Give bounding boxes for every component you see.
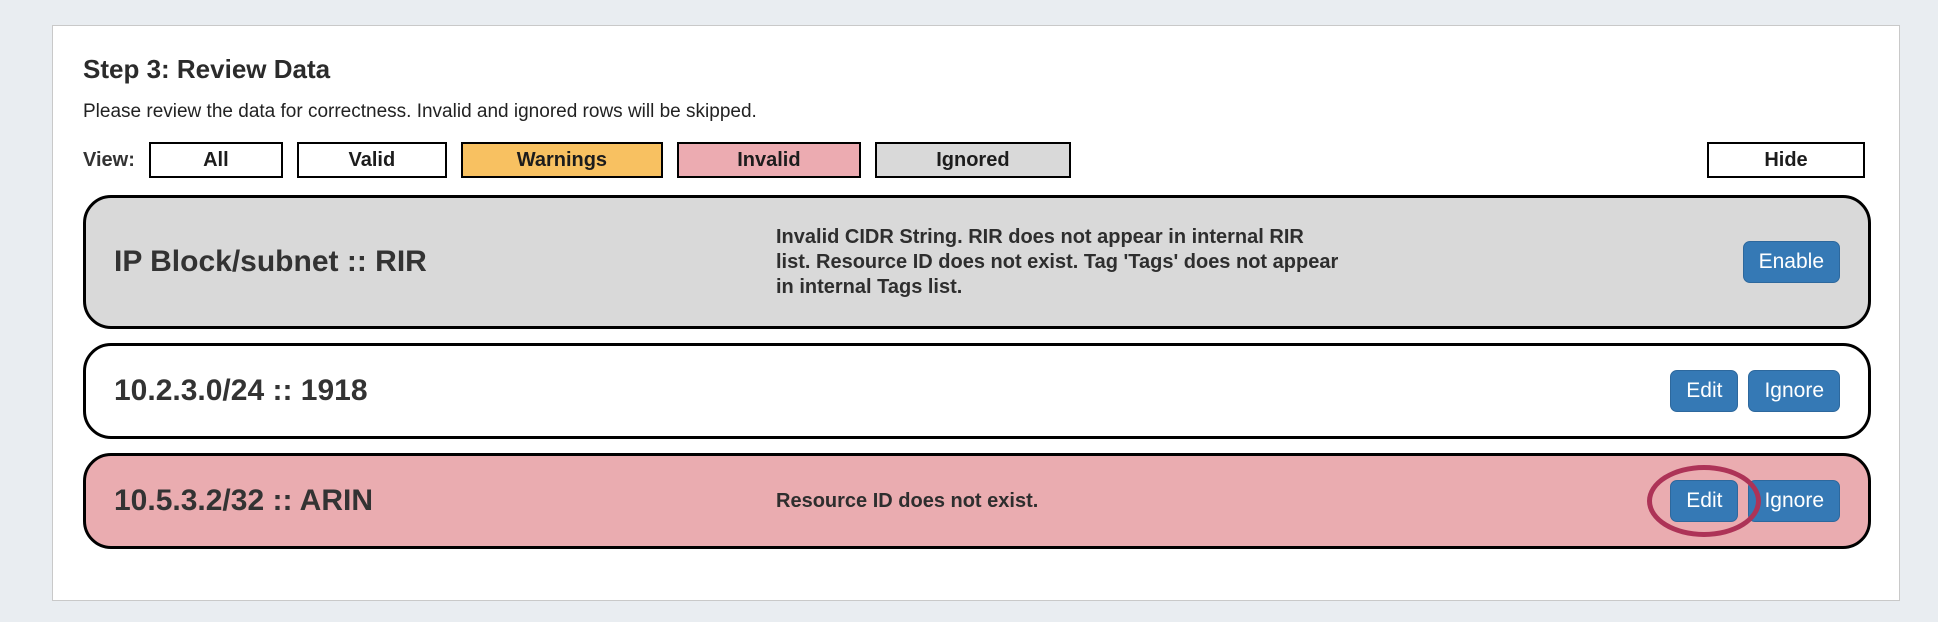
page-title: Step 3: Review Data [83,54,331,84]
page-subtitle: Please review the data for correctness. … [83,101,757,122]
filter-valid-button[interactable]: Valid [296,142,447,178]
review-data-panel: Step 3: Review Data Please review the da… [52,25,1900,601]
hide-button[interactable]: Hide [1707,142,1865,178]
row-validation-message: Resource ID does not exist. [776,489,1039,512]
row-title: IP Block/subnet :: RIR [114,245,427,278]
row-title: 10.5.3.2/32 :: ARIN [114,484,373,517]
view-label: View: [83,148,135,171]
ignore-button[interactable]: Ignore [1748,480,1840,522]
filter-invalid-button[interactable]: Invalid [676,142,861,178]
table-row-valid: 10.2.3.0/24 :: 1918 Edit Ignore [83,343,1871,439]
review-rows-list: IP Block/subnet :: RIR Invalid CIDR Stri… [83,195,1871,549]
table-row-invalid: 10.5.3.2/32 :: ARIN Resource ID does not… [83,453,1871,549]
ignore-button[interactable]: Ignore [1748,370,1840,412]
row-actions: Edit Ignore [1647,465,1840,537]
view-filter-bar: View: All Valid Warnings Invalid Ignored… [83,141,1869,179]
edit-button[interactable]: Edit [1670,480,1739,522]
row-title: 10.2.3.0/24 :: 1918 [114,374,368,407]
row-validation-message: Invalid CIDR String. RIR does not appear… [776,225,1339,298]
edit-button[interactable]: Edit [1670,370,1739,412]
circled-edit-wrapper: Edit [1647,465,1762,537]
filter-all-button[interactable]: All [148,142,283,178]
enable-button[interactable]: Enable [1742,241,1840,283]
row-actions: Enable [1742,241,1840,283]
row-actions: Edit Ignore [1670,370,1840,412]
filter-warnings-button[interactable]: Warnings [460,142,663,178]
filter-ignored-button[interactable]: Ignored [874,142,1071,178]
table-row-ignored-header: IP Block/subnet :: RIR Invalid CIDR Stri… [83,195,1871,329]
